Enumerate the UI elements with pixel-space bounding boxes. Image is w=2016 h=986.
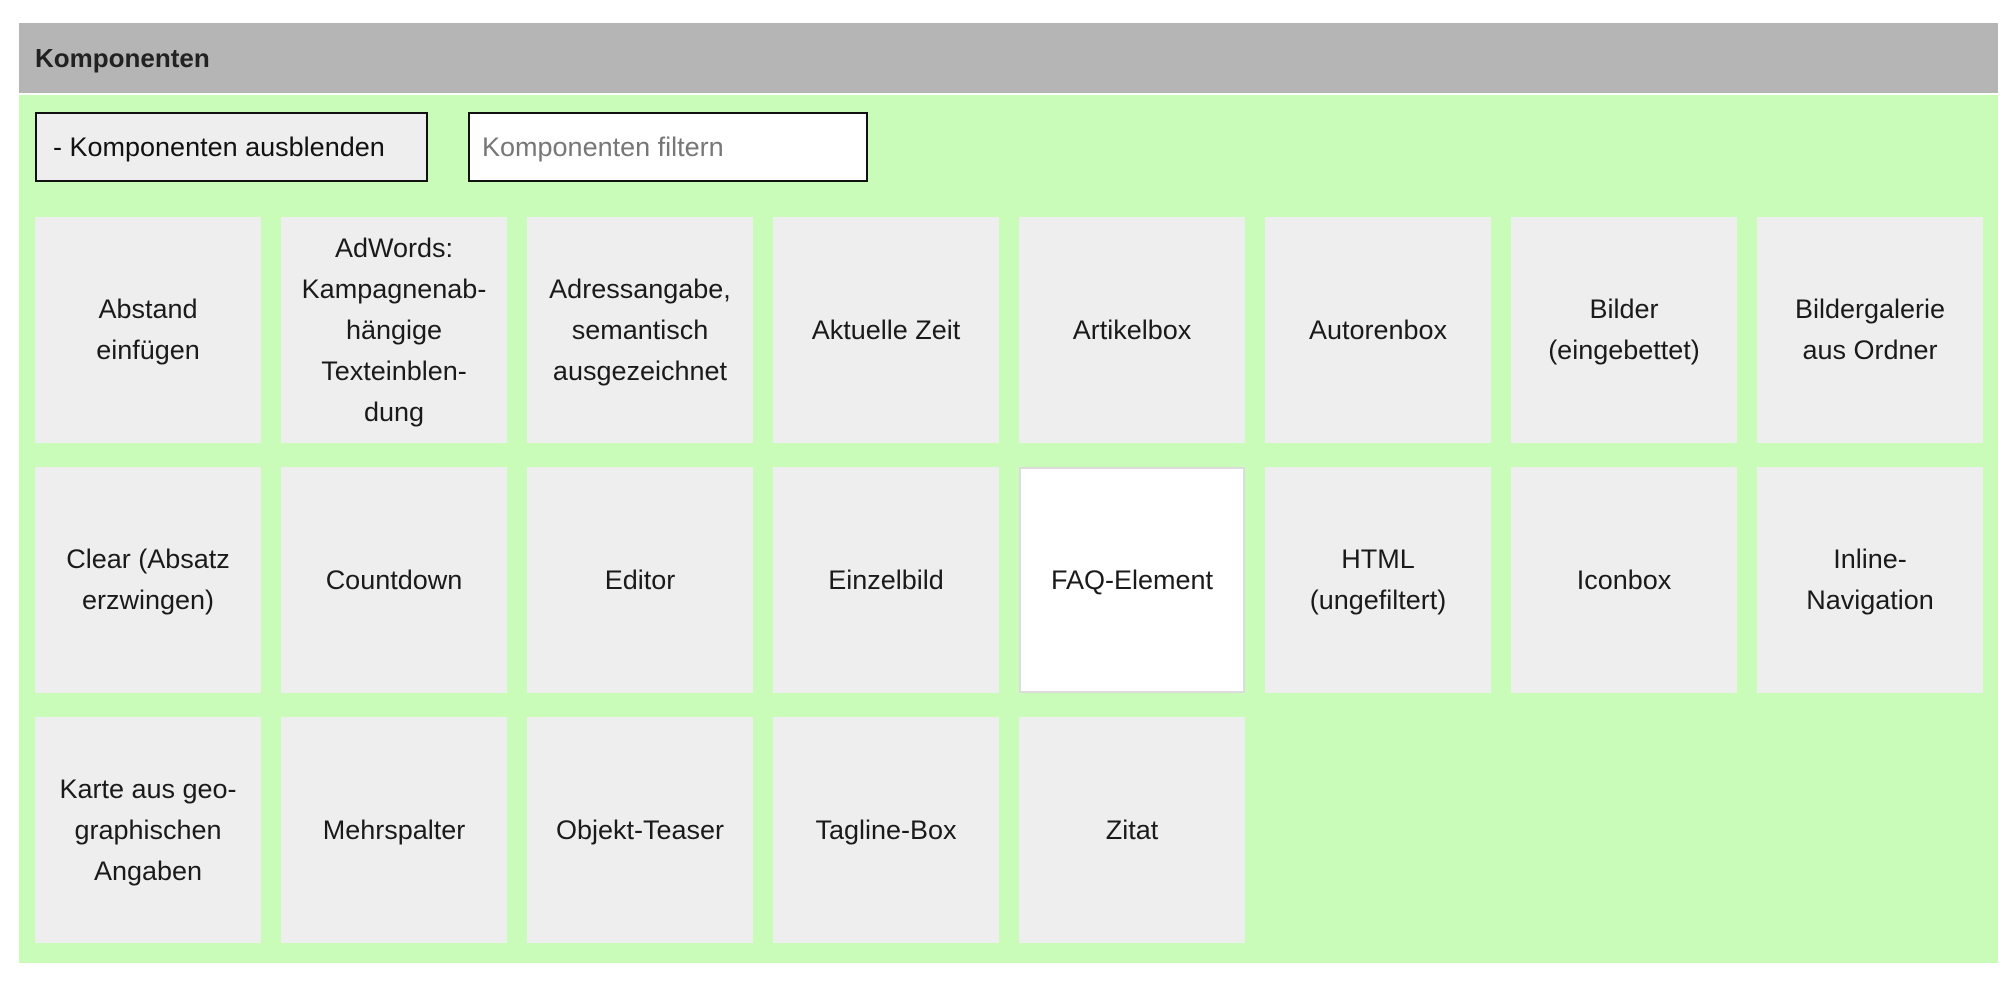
toolbar: - Komponenten ausblenden — [35, 112, 868, 182]
component-tile[interactable]: Bildergalerie aus Ordner — [1757, 217, 1983, 443]
component-tile-label: HTML (ungefiltert) — [1309, 544, 1447, 615]
component-tile-label: Countdown — [325, 564, 463, 595]
component-tile-label: Artikelbox — [1072, 314, 1192, 345]
component-tile[interactable]: AdWords: Kampagnenab- hängige Texteinble… — [281, 217, 507, 443]
component-tile-label: AdWords: Kampagnenab- hängige Texteinble… — [301, 232, 487, 427]
component-tile[interactable]: Autorenbox — [1265, 217, 1491, 443]
component-grid: Abstand einfügen AdWords: Kampagnenab- hä… — [35, 217, 1983, 943]
component-tile-label: Einzelbild — [828, 564, 944, 595]
filter-components-input[interactable] — [468, 112, 868, 182]
component-tile[interactable]: FAQ-Element — [1019, 467, 1245, 693]
component-tile[interactable]: Countdown — [281, 467, 507, 693]
component-tile[interactable]: Karte aus geo- graphischen Angaben — [35, 717, 261, 943]
component-tile[interactable]: Iconbox — [1511, 467, 1737, 693]
component-tile-label: FAQ-Element — [1050, 564, 1214, 595]
component-tile-label: Inline- Navigation — [1806, 544, 1934, 615]
component-tile-label: Autorenbox — [1308, 314, 1448, 345]
component-tile[interactable]: HTML (ungefiltert) — [1265, 467, 1491, 693]
component-tile-label: Zitat — [1105, 814, 1159, 845]
hide-components-button[interactable]: - Komponenten ausblenden — [35, 112, 428, 182]
component-tile[interactable]: Aktuelle Zeit — [773, 217, 999, 443]
component-tile-label: Tagline-Box — [815, 814, 957, 845]
component-tile[interactable]: Bilder (eingebettet) — [1511, 217, 1737, 443]
component-tile-label: Objekt-Teaser — [555, 814, 725, 845]
component-tile-label: Bilder (eingebettet) — [1548, 294, 1700, 365]
component-tile-label: Mehrspalter — [322, 814, 466, 845]
component-tile[interactable]: Clear (Absatz erzwingen) — [35, 467, 261, 693]
components-panel: Komponenten - Komponenten ausblenden Abs… — [19, 23, 1998, 963]
component-tile-label: Bildergalerie aus Ordner — [1794, 294, 1946, 365]
component-tile-label: Editor — [604, 564, 676, 595]
component-tile[interactable]: Editor — [527, 467, 753, 693]
panel-body: - Komponenten ausblenden Abstand einfüge… — [19, 95, 1998, 963]
component-tile[interactable]: Inline- Navigation — [1757, 467, 1983, 693]
component-tile[interactable]: Objekt-Teaser — [527, 717, 753, 943]
component-tile-label: Aktuelle Zeit — [811, 314, 961, 345]
component-tile-label: Karte aus geo- graphischen Angaben — [59, 773, 237, 886]
component-tile-label: Clear (Absatz erzwingen) — [66, 544, 230, 615]
component-tile-label: Adressangabe, semantisch ausgezeichnet — [549, 273, 731, 386]
component-tile[interactable]: Artikelbox — [1019, 217, 1245, 443]
component-tile[interactable]: Adressangabe, semantisch ausgezeichnet — [527, 217, 753, 443]
panel-title: Komponenten — [35, 42, 210, 73]
component-tile[interactable]: Mehrspalter — [281, 717, 507, 943]
component-tile[interactable]: Einzelbild — [773, 467, 999, 693]
component-tile-label: Abstand einfügen — [96, 294, 200, 365]
component-tile-label: Iconbox — [1576, 564, 1672, 595]
component-tile[interactable]: Tagline-Box — [773, 717, 999, 943]
component-tile[interactable]: Abstand einfügen — [35, 217, 261, 443]
component-tile[interactable]: Zitat — [1019, 717, 1245, 943]
panel-header: Komponenten — [19, 23, 1998, 95]
